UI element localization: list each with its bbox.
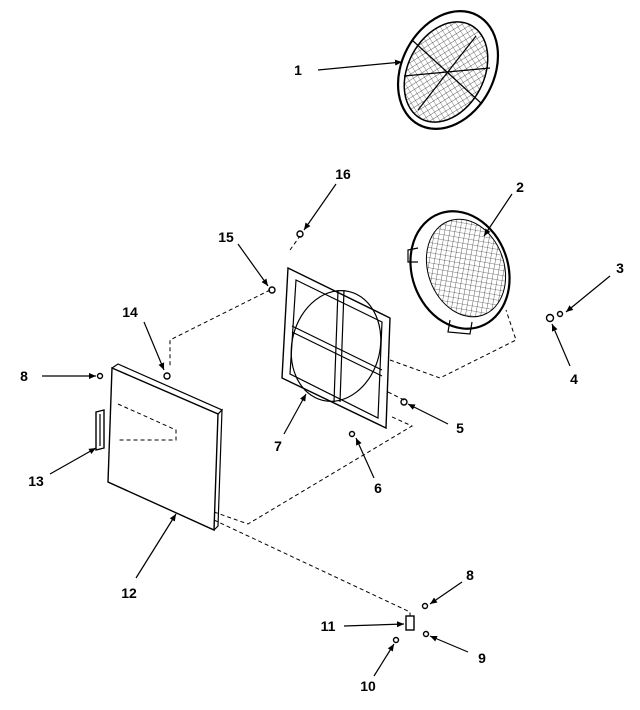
callout-9: 9 xyxy=(478,650,486,666)
callout-14: 14 xyxy=(122,304,138,320)
part-1-filter-screen xyxy=(396,10,500,130)
part-12-cover-panel xyxy=(107,363,224,532)
callout-15: 15 xyxy=(218,229,234,245)
callout-8-bottom: 8 xyxy=(466,567,474,583)
callout-6: 6 xyxy=(374,480,382,496)
callout-13: 13 xyxy=(28,473,44,489)
callout-10: 10 xyxy=(360,678,376,694)
part-2-filter-housing xyxy=(407,210,511,335)
callout-4: 4 xyxy=(570,371,578,387)
callout-11: 11 xyxy=(321,618,336,634)
part-11-latch xyxy=(405,615,415,631)
leader-lines xyxy=(42,59,611,677)
callout-5: 5 xyxy=(456,420,464,436)
callout-16: 16 xyxy=(335,166,351,182)
callout-3: 3 xyxy=(616,260,624,276)
callout-labels: 1 2 3 4 5 6 7 8 8 9 10 11 12 13 14 15 16 xyxy=(20,62,624,694)
callout-2: 2 xyxy=(516,179,524,195)
callout-12: 12 xyxy=(121,585,137,601)
callout-1: 1 xyxy=(294,62,302,78)
part-13-handle xyxy=(95,409,105,451)
part-7-mounting-frame xyxy=(281,266,391,430)
callout-7: 7 xyxy=(274,438,282,454)
assembly-guide-lines xyxy=(117,235,517,616)
callout-8-left: 8 xyxy=(20,368,28,384)
